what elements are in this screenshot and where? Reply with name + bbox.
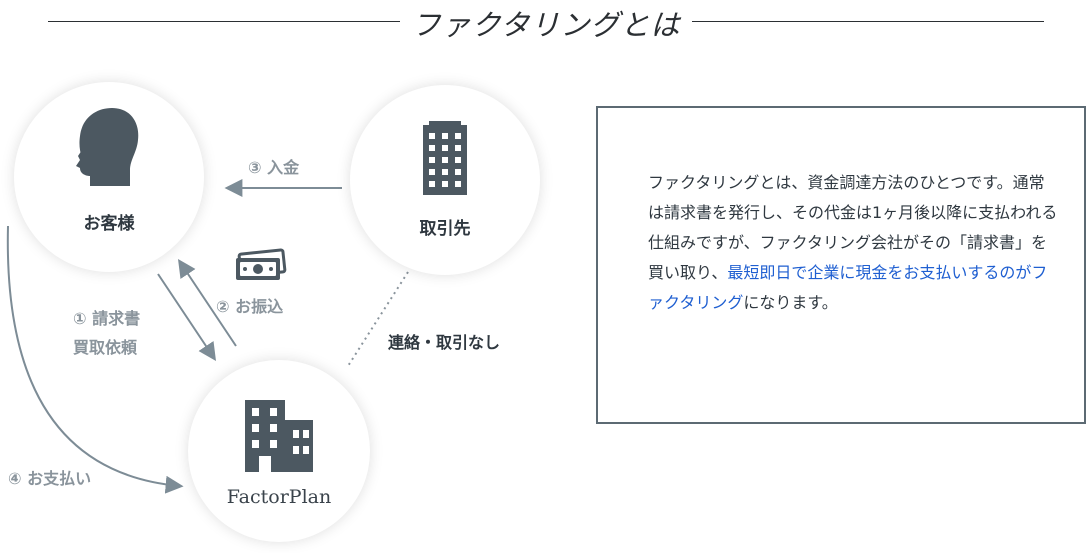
no-contact-line bbox=[347, 271, 409, 367]
transfer-label: ② お振込 bbox=[216, 297, 284, 316]
invoice-purchase-label: 買取依頼 bbox=[73, 338, 138, 357]
title-rule-right bbox=[692, 21, 1044, 22]
person-head-icon bbox=[76, 108, 139, 186]
invoice-label: ① 請求書 bbox=[73, 309, 141, 328]
title-rule-left bbox=[48, 21, 400, 22]
arrow-transfer bbox=[178, 259, 237, 347]
arrow-invoice bbox=[157, 273, 216, 361]
payment-label: ④ お支払い bbox=[8, 469, 92, 488]
office-building-icon bbox=[245, 400, 313, 472]
factorplan-label: FactorPlan bbox=[226, 486, 332, 508]
description-box: ファクタリングとは、資金調達方法のひとつです。通常は請求書を発行し、その代金は1… bbox=[596, 106, 1086, 424]
office-tower-icon bbox=[423, 121, 467, 195]
factorplan-node: FactorPlan bbox=[188, 360, 370, 542]
page-title: ファクタリングとは bbox=[411, 8, 681, 42]
description-body: ファクタリングとは、資金調達方法のひとつです。通常は請求書を発行し、その代金は1… bbox=[648, 173, 1058, 282]
deposit-label: ③ 入金 bbox=[248, 158, 300, 177]
arrow-payment bbox=[6, 225, 184, 494]
partner-label: 取引先 bbox=[419, 219, 471, 239]
no-contact-label: 連絡・取引なし bbox=[388, 333, 501, 352]
partner-node: 取引先 bbox=[350, 85, 540, 275]
money-bills-icon bbox=[236, 248, 287, 280]
title-area: ファクタリングとは bbox=[0, 0, 1090, 48]
description-highlight: 最短即日で企業に現金をお支払いするのがファクタリング bbox=[648, 263, 1048, 312]
customer-node: お客様 bbox=[14, 82, 204, 272]
description-text: ファクタリングとは、資金調達方法のひとつです。通常は請求書を発行し、その代金は1… bbox=[648, 168, 1058, 318]
description-ending: になります。 bbox=[743, 293, 838, 312]
customer-label: お客様 bbox=[83, 214, 135, 234]
